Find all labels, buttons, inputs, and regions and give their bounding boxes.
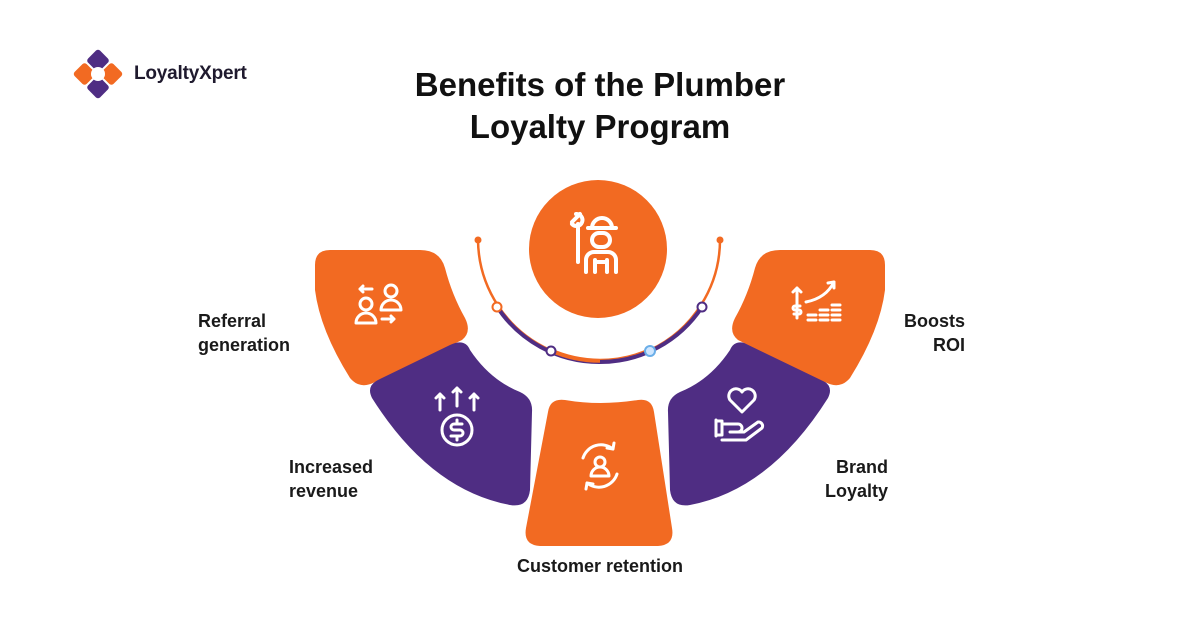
- heart-hand-icon: [714, 387, 765, 442]
- label-line: Loyalty: [824, 481, 888, 501]
- connector-dot: [545, 345, 557, 357]
- loyaltyxpert-logo-icon: [73, 49, 123, 99]
- connector-dot: [644, 345, 656, 357]
- referral-users-icon: [354, 283, 403, 325]
- label-line: ROI: [932, 335, 965, 355]
- title-line-1: Benefits of the Plumber: [414, 66, 786, 103]
- dollar-coin-arrows-icon: [434, 386, 480, 447]
- benefit-card-customer-retention: [525, 399, 673, 546]
- title-line-2: Loyalty Program: [469, 108, 731, 145]
- brand-name: LoyaltyXpert: [134, 63, 247, 84]
- center-circle: [529, 180, 667, 318]
- plumber-wrench-icon: [570, 212, 618, 274]
- label-line: generation: [198, 335, 291, 355]
- label-line: Customer retention: [516, 556, 684, 576]
- benefit-card-boosts-roi: [732, 250, 885, 386]
- benefit-card-brand-loyalty: [667, 342, 830, 506]
- connector-dot: [696, 301, 708, 313]
- connector-dot: [491, 301, 503, 313]
- label-line: revenue: [289, 481, 359, 501]
- label-brand-loyalty: Brand Loyalty: [825, 455, 888, 503]
- page-title: Benefits of the Plumber Loyalty Program: [0, 64, 1200, 148]
- connector-arc-right-bottom: [599, 305, 704, 364]
- label-line: Brand: [835, 457, 888, 477]
- label-referral-generation: Referral generation: [198, 309, 290, 357]
- connector-dot: [474, 236, 482, 244]
- label-increased-revenue: Increased revenue: [289, 455, 373, 503]
- label-boosts-roi: Boosts ROI: [904, 309, 965, 357]
- label-line: Referral: [198, 311, 267, 331]
- user-cycle-icon: [581, 441, 619, 491]
- label-line: Increased: [289, 457, 374, 477]
- growth-chart-icon: [791, 280, 842, 322]
- label-customer-retention: Customer retention: [0, 554, 1200, 578]
- label-line: Boosts: [903, 311, 965, 331]
- connector-dot: [716, 236, 724, 244]
- brand-logo: LoyaltyXpert: [68, 44, 247, 104]
